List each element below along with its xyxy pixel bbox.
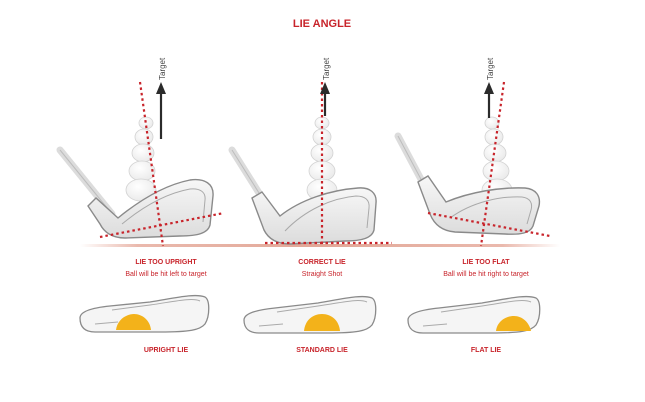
arrow-head-icon xyxy=(320,82,330,94)
club-head xyxy=(417,175,541,235)
sole-view-flat xyxy=(407,295,541,334)
panel-flat: Target xyxy=(394,57,551,247)
caption-upright: LIE TOO UPRIGHT xyxy=(135,259,197,266)
panel-correct: Target xyxy=(228,57,392,246)
subcaption-flat: Ball will be hit right to target xyxy=(443,271,529,278)
page-title: LIE ANGLE xyxy=(293,18,351,30)
caption-flat: LIE TOO FLAT xyxy=(462,259,510,266)
target-label: Target xyxy=(322,57,331,80)
panel-upright: Target xyxy=(56,57,225,247)
sole-view-standard xyxy=(243,295,377,334)
target-label: Target xyxy=(486,57,495,80)
caption-correct: CORRECT LIE xyxy=(298,259,346,266)
arrow-head-icon xyxy=(156,82,166,94)
club-head xyxy=(251,187,377,245)
ball-stack xyxy=(125,116,157,202)
sole-caption-flat: FLAT LIE xyxy=(471,347,502,354)
shaft-axis-line xyxy=(138,81,165,247)
sole-line xyxy=(99,211,225,239)
arrow-head-icon xyxy=(484,82,494,94)
ground-line xyxy=(80,244,560,247)
subcaption-correct: Straight Shot xyxy=(302,271,343,278)
impact-mark xyxy=(304,314,340,331)
impact-mark xyxy=(496,316,531,331)
sole-view-upright xyxy=(79,294,210,333)
impact-mark xyxy=(116,314,151,330)
target-label: Target xyxy=(158,57,167,80)
shaft-axis-line xyxy=(479,81,506,247)
club-head xyxy=(87,178,214,239)
sole-line xyxy=(427,211,551,238)
sole-caption-standard: STANDARD LIE xyxy=(296,347,348,354)
subcaption-upright: Ball will be hit left to target xyxy=(125,271,206,278)
sole-caption-upright: UPRIGHT LIE xyxy=(144,347,189,354)
